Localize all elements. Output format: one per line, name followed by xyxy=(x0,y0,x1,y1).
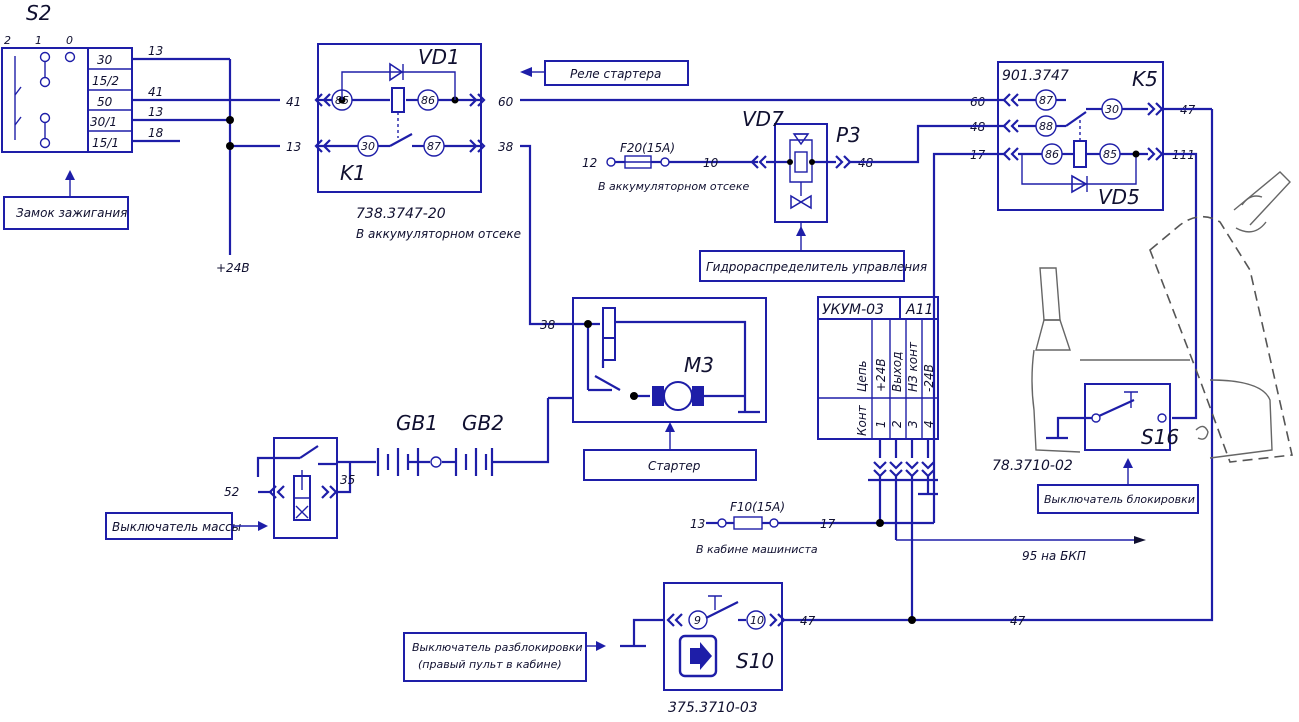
ukum-col-nz: НЗ конт xyxy=(906,341,920,392)
zamok-box xyxy=(3,196,129,230)
s2-term-15-1: 15/1 xyxy=(92,136,119,150)
vd5-label: VD5 xyxy=(1098,185,1140,209)
vd7-label: VD7 xyxy=(742,107,784,131)
gidro-label: Гидрораспределитель управления xyxy=(706,260,927,274)
s10-wire-47a: 47 xyxy=(800,614,816,628)
s2-pos-2: 2 xyxy=(4,34,11,47)
ukum-kont-1: 1 xyxy=(874,420,888,428)
k5-pin-88: 88 xyxy=(1039,120,1053,133)
fuse-f10: 13 F10(15A) 17 В кабине машиниста 95 на … xyxy=(690,500,1146,563)
k1-pin-87: 87 xyxy=(427,140,441,153)
p3-box xyxy=(774,123,828,223)
p3-label: P3 xyxy=(836,123,861,147)
mass-label: Выключатель массы xyxy=(112,520,241,534)
f10-label: F10(15A) xyxy=(730,500,785,514)
ukum-kont-3: 3 xyxy=(906,420,920,428)
k1-wire-38: 38 xyxy=(498,140,514,154)
vd1-label: VD1 xyxy=(418,45,460,69)
hydro-valve-p3: 12 F20(15A) 10 В аккумуляторном отсеке V… xyxy=(582,107,960,282)
ukum-col-24: +24В xyxy=(874,358,888,392)
s2-wire-13b: 13 xyxy=(148,105,163,119)
mass-switch: 52 35 Выключатель массы xyxy=(105,437,355,540)
k5-pin-30: 30 xyxy=(1105,103,1119,116)
k1-wire-13: 13 xyxy=(286,140,301,154)
ukum-kont-label: Конт xyxy=(855,404,869,436)
starter-label: Стартер xyxy=(648,459,701,473)
s2-pos-0: 0 xyxy=(66,34,73,47)
f20-wire-12: 12 xyxy=(582,156,597,170)
k1-wire-41: 41 xyxy=(286,95,301,109)
s2-term-30: 30 xyxy=(97,53,113,67)
s16-label: S16 xyxy=(1141,425,1179,449)
m3-label: M3 xyxy=(684,353,714,377)
rele-label: Реле стартера xyxy=(570,67,661,81)
s2-term-15-2: 15/2 xyxy=(92,74,119,88)
k5-box xyxy=(997,61,1164,211)
blok-label: Выключатель блокировки xyxy=(1044,493,1195,506)
s2-pos-1: 1 xyxy=(35,34,42,47)
relay-k5: 901.3747 K5 VD5 87 88 30 86 85 xyxy=(970,61,1196,211)
f20-note: В аккумуляторном отсеке xyxy=(598,180,749,193)
gb1-label: GB1 xyxy=(396,411,438,435)
joystick-housing xyxy=(1031,171,1293,463)
starter-m3: M3 Стартер xyxy=(492,297,767,481)
zamok-label: Замок зажигания xyxy=(16,206,127,220)
f10-wire-13: 13 xyxy=(690,517,705,531)
gb2-label: GB2 xyxy=(462,411,504,435)
ukum-col-minus24: -24В xyxy=(922,364,936,392)
mass-wire-52: 52 xyxy=(224,485,239,499)
k5-wire-60: 60 xyxy=(970,95,986,109)
rele-callout: Реле стартера xyxy=(520,60,689,86)
plus24-label: +24В xyxy=(216,261,250,275)
k1-pin-86: 86 xyxy=(421,94,435,107)
ukum-col-vyhod: Выход xyxy=(890,352,904,392)
f20-wire-10: 10 xyxy=(703,156,719,170)
s2-wire-41: 41 xyxy=(148,85,163,99)
ukum-a11: УКУМ-03 A11 Цепь +24В Выход НЗ конт -24В… xyxy=(817,296,939,620)
ukum-kont-4: 4 xyxy=(922,420,936,428)
ukum-kont-2: 2 xyxy=(890,420,904,428)
s2-term-50: 50 xyxy=(97,95,113,109)
switch-s16: S16 78.3710-02 Выключатель блокировки xyxy=(992,383,1199,514)
k5-pin-85: 85 xyxy=(1103,148,1117,161)
k1-wire-60: 60 xyxy=(498,95,514,109)
starter-wire-38: 38 xyxy=(540,318,556,332)
razblok-label-1: Выключатель разблокировки xyxy=(412,641,583,654)
s16-part: 78.3710-02 xyxy=(992,458,1073,474)
ignition-switch-s2: S2 2 1 0 30 15/2 50 30/1 15/1 13 41 xyxy=(1,1,280,275)
s10-wire-47b: 47 xyxy=(1010,614,1026,628)
f20-label: F20(15A) xyxy=(620,141,675,155)
mass-wire-35: 35 xyxy=(340,473,355,487)
k1-part-number: 738.3747-20 xyxy=(356,206,446,222)
ukum-col-cep: Цепь xyxy=(855,360,869,392)
k5-pin-86: 86 xyxy=(1045,148,1059,161)
s2-wire-13a: 13 xyxy=(148,44,163,58)
razblok-label-2: (правый пульт в кабине) xyxy=(418,658,562,671)
s2-label: S2 xyxy=(26,1,51,25)
f10-wire-17: 17 xyxy=(820,517,836,531)
k1-pin-30: 30 xyxy=(361,140,375,153)
ukum-title: УКУМ-03 xyxy=(822,302,884,318)
batteries: GB1 GB2 xyxy=(336,411,504,476)
s2-wire-18: 18 xyxy=(148,126,164,140)
s10-part: 375.3710-03 xyxy=(668,700,758,716)
switch-s10: 9 10 S10 47 47 375.3710-03 Выключатель р… xyxy=(403,582,1030,716)
k1-box xyxy=(317,43,482,193)
s10-pin-9: 9 xyxy=(694,614,701,627)
f10-note: В кабине машиниста xyxy=(696,543,818,556)
k5-pin-87: 87 xyxy=(1039,94,1053,107)
s2-term-30-1: 30/1 xyxy=(90,115,117,129)
a11-label: A11 xyxy=(905,302,933,318)
bkp-label: 95 на БКП xyxy=(1022,549,1086,563)
s10-pin-10: 10 xyxy=(750,614,764,627)
k1-label: K1 xyxy=(340,161,366,185)
k1-note: В аккумуляторном отсеке xyxy=(356,227,521,241)
relay-k1: VD1 K1 85 86 30 87 41 60 13 xyxy=(286,43,521,241)
k5-label: K5 xyxy=(1132,67,1158,91)
k5-part: 901.3747 xyxy=(1002,68,1069,84)
s10-label: S10 xyxy=(736,649,774,673)
